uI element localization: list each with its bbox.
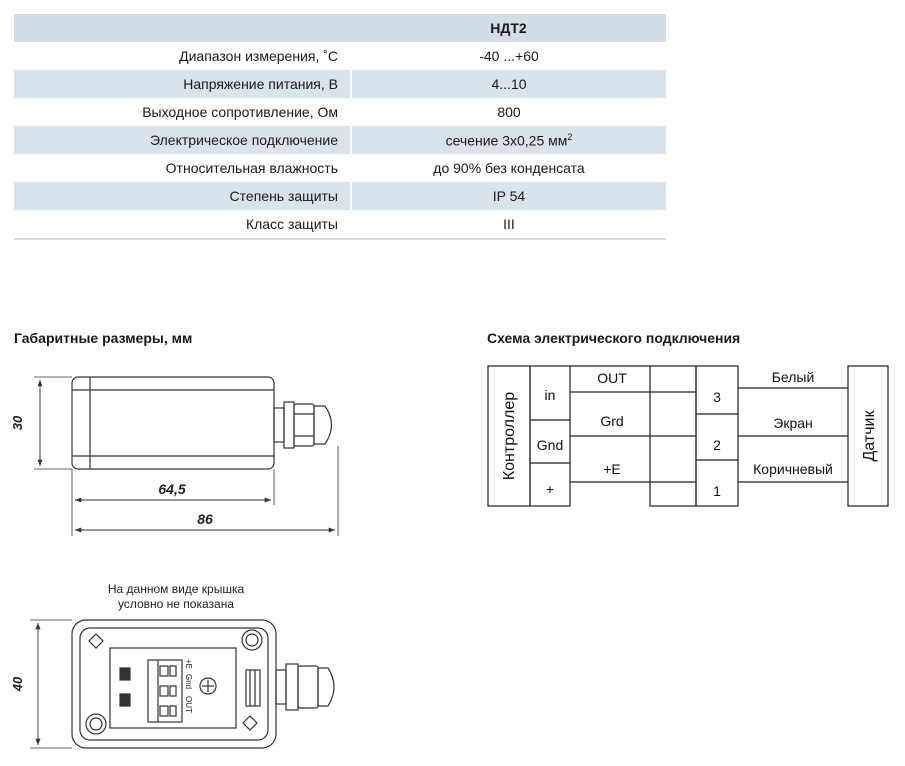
terminal-number-3: 3: [713, 389, 721, 405]
spec-value: 800: [351, 98, 666, 126]
terminal-number-1: 1: [713, 483, 721, 499]
dim-height-30: 30: [10, 415, 25, 430]
wire-label-out: OUT: [597, 370, 627, 386]
spec-value-text: сечение 3х0,25 мм: [445, 132, 568, 149]
sensor-label: Датчик: [861, 410, 878, 462]
spec-param: Выходное сопротивление, Ом: [14, 98, 352, 126]
terminal-number-2: 2: [713, 437, 721, 453]
controller-pin-plus: +: [546, 481, 554, 497]
spec-value: IP 54: [351, 182, 666, 210]
spec-value: сечение 3х0,25 мм2: [351, 126, 666, 154]
terminal-label-out: OUT: [184, 696, 193, 713]
wire-label-grd: Grd: [600, 413, 623, 429]
terminal-label-gnd: Gnd: [184, 674, 193, 689]
dimensions-title: Габаритные размеры, мм: [14, 330, 193, 346]
spec-table-header-blank: [14, 14, 351, 42]
spec-value: 4...10: [351, 70, 666, 98]
wire-label-plus-e: +E: [603, 461, 621, 477]
spec-param: Диапазон измерения, ˚С: [14, 42, 352, 70]
spec-param: Степень защиты: [14, 182, 352, 210]
terminal-label-plus-e: +E: [184, 659, 193, 669]
controller-label: Контроллер: [501, 392, 518, 480]
spec-value: до 90% без конденсата: [351, 154, 666, 182]
controller-pin-in: in: [545, 387, 556, 403]
spec-param: Относительная влажность: [14, 154, 352, 182]
spec-row: Класс защиты III: [14, 210, 666, 240]
spec-row: Степень защиты IP 54: [14, 182, 666, 210]
spec-table-header: НДТ2: [14, 14, 666, 42]
side-view-drawing: [34, 376, 339, 536]
sensor-wire-shield: Экран: [773, 415, 813, 431]
top-view-drawing: [30, 619, 335, 749]
spec-value: -40 ...+60: [351, 42, 666, 70]
dim-length-64-5: 64,5: [158, 481, 185, 497]
wiring-title: Схема электрического подключения: [487, 330, 741, 346]
dim-length-86: 86: [197, 511, 213, 527]
sensor-wire-brown: Коричневый: [753, 461, 833, 477]
spec-param: Класс защиты: [14, 210, 352, 240]
top-view-note-line1: На данном виде крышка: [108, 582, 245, 596]
spec-row: Напряжение питания, В 4...10: [14, 70, 666, 98]
spec-row: Электрическое подключение сечение 3х0,25…: [14, 126, 666, 154]
sensor-wire-white: Белый: [772, 369, 815, 385]
dim-height-40: 40: [10, 676, 25, 692]
spec-row: Относительная влажность до 90% без конде…: [14, 154, 666, 182]
sensor-block: [847, 365, 889, 507]
controller-pin-gnd: Gnd: [537, 437, 563, 453]
top-view-note-line2: условно не показана: [118, 597, 234, 611]
spec-row: Выходное сопротивление, Ом 800: [14, 98, 666, 126]
spec-param: Электрическое подключение: [14, 126, 352, 154]
spec-param: Напряжение питания, В: [14, 70, 352, 98]
spec-table: НДТ2 Диапазон измерения, ˚С -40 ...+60 Н…: [14, 14, 666, 240]
spec-table-model: НДТ2: [351, 14, 666, 42]
spec-row: Диапазон измерения, ˚С -40 ...+60: [14, 42, 666, 70]
spec-value-superscript: 2: [567, 131, 573, 142]
spec-value: III: [351, 210, 666, 240]
